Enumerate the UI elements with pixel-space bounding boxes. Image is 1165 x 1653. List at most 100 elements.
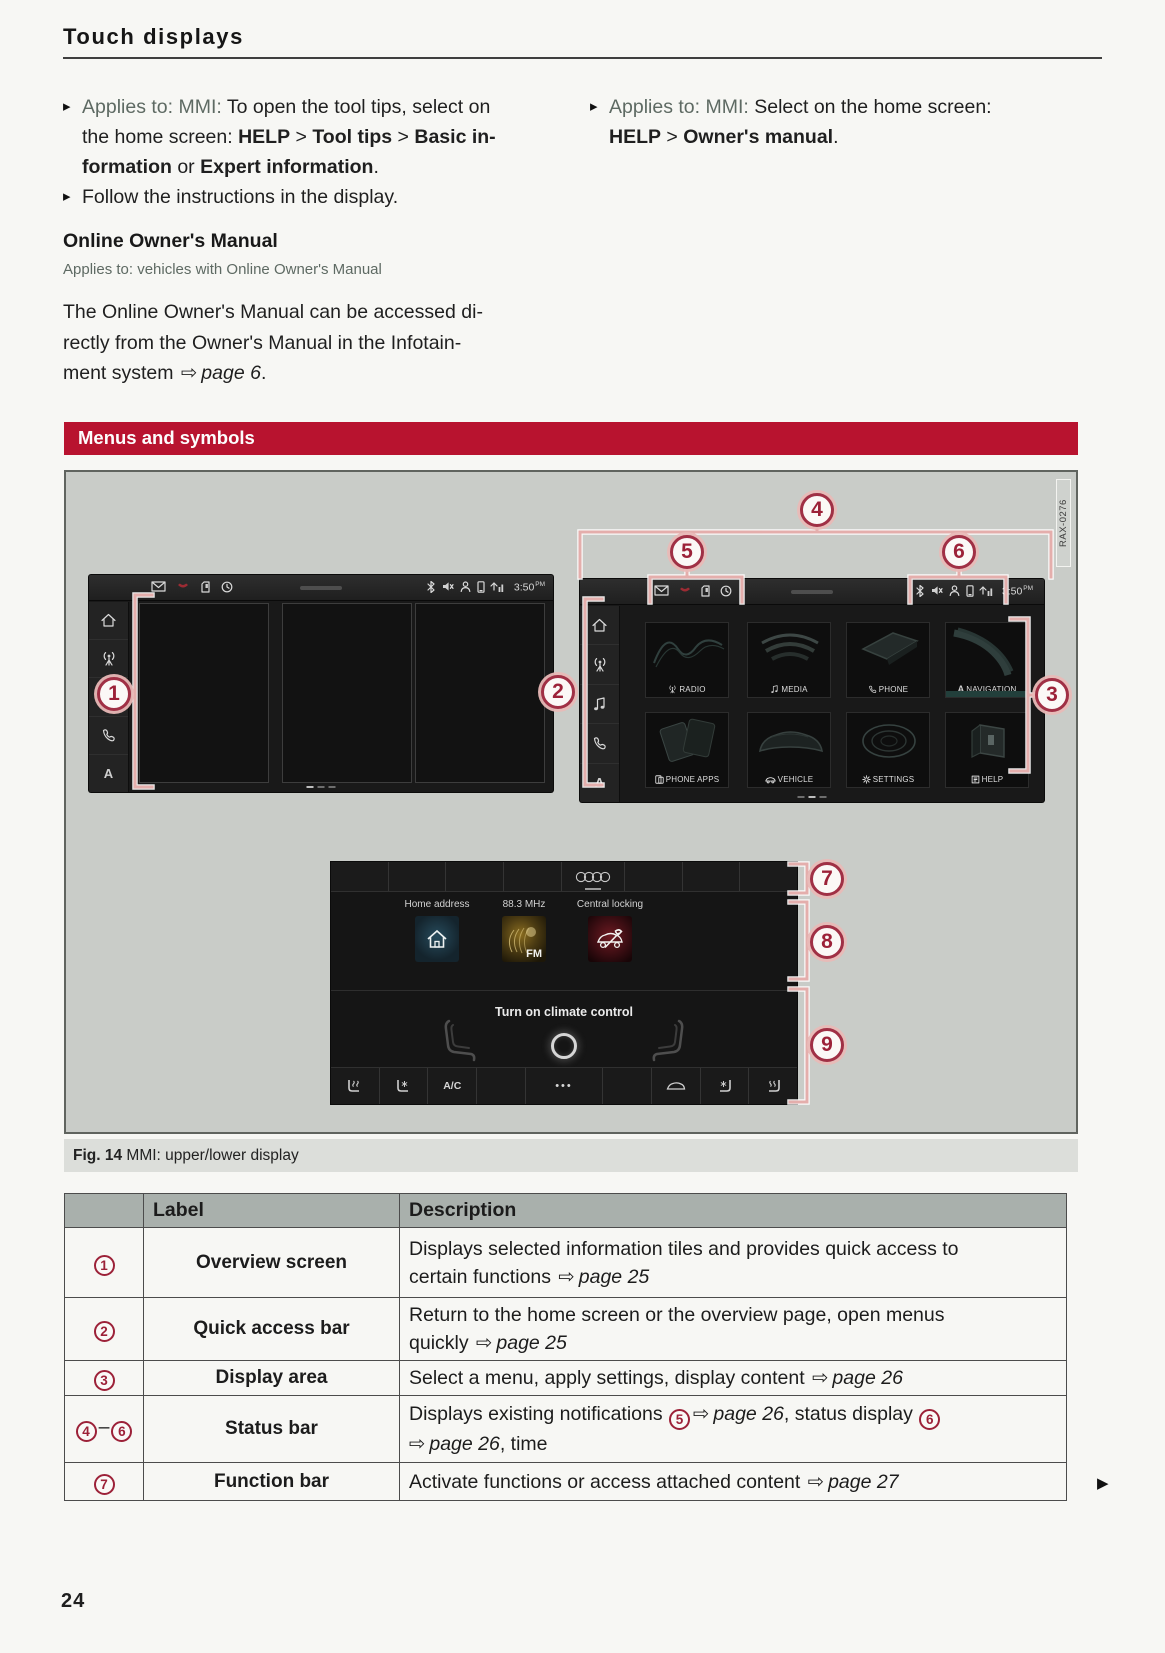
sim-icon xyxy=(701,585,710,597)
more-button: ••• xyxy=(526,1068,604,1104)
tile-label-central-locking: Central locking xyxy=(576,899,644,910)
menu-tile-phone: PHONE xyxy=(846,622,930,698)
page-title: Touch displays xyxy=(63,24,244,49)
row-label: Status bar xyxy=(143,1395,400,1463)
upper-display-home-screen: 3:50 PM A RADIO MEDIA PHONE xyxy=(580,579,1044,802)
row-label: Display area xyxy=(143,1360,400,1396)
ref-arrow-icon: ⇨ xyxy=(180,361,198,384)
page-number: 24 xyxy=(61,1590,86,1612)
home-icon xyxy=(580,606,619,646)
bullet-item: ▸ Applies to: MMI: To open the tool tips… xyxy=(63,92,563,182)
function-bar xyxy=(331,862,797,892)
seat-left-icon xyxy=(444,1019,476,1062)
circled-number: 4 xyxy=(75,1421,97,1443)
table-row: 2 Quick access bar Return to the home sc… xyxy=(64,1297,1067,1361)
circled-number: 2 xyxy=(93,1321,115,1343)
circled-number: 7 xyxy=(93,1473,115,1495)
home-address-tile xyxy=(415,916,459,962)
radio-antenna-icon xyxy=(580,645,619,685)
callout-2: 2 xyxy=(541,675,575,709)
bar-segment xyxy=(331,862,389,891)
central-locking-tile xyxy=(588,916,632,962)
bullet-item: ▸ Follow the instructions in the display… xyxy=(63,182,563,212)
empty-info-tile xyxy=(282,603,412,783)
callout-6: 6 xyxy=(942,535,976,569)
continuation-marker-icon: ▶ xyxy=(1097,1475,1109,1492)
phone-icon xyxy=(89,717,128,755)
user-icon xyxy=(949,585,960,596)
bar-segment xyxy=(504,862,562,891)
mail-icon xyxy=(654,585,669,596)
bar-segment xyxy=(389,862,447,891)
figure-mmi-displays: RAX-0276 3:50 PM xyxy=(64,470,1078,1134)
callout-1: 1 xyxy=(97,677,131,711)
row-number-cell: 4–6 xyxy=(64,1395,144,1463)
divider xyxy=(331,990,797,991)
row-description: Activate functions or access attached co… xyxy=(399,1462,1067,1501)
row-number-cell: 3 xyxy=(64,1360,144,1396)
radio-station-tile: FM xyxy=(502,916,546,962)
tile-label-home-address: Home address xyxy=(404,899,470,910)
phone-icon xyxy=(580,724,619,764)
callout-3: 3 xyxy=(1035,678,1069,712)
title-rule xyxy=(63,57,1102,59)
clock-icon xyxy=(221,581,233,593)
row-number-cell: 1 xyxy=(64,1227,144,1298)
applies-note: Applies to: vehicles with Online Owner's… xyxy=(63,261,382,278)
audi-rings-icon xyxy=(562,862,626,891)
seat-heat-left-icon xyxy=(331,1068,380,1104)
header-description: Description xyxy=(399,1193,1067,1228)
menu-tile-help: HELP xyxy=(945,712,1029,788)
bar-segment xyxy=(446,862,505,891)
climate-function-bar: A/C ••• xyxy=(331,1067,797,1104)
legend-table: Label Description 1 Overview screen Disp… xyxy=(64,1193,1067,1501)
mute-icon xyxy=(931,585,943,596)
missed-call-icon xyxy=(679,587,691,595)
sim-icon xyxy=(201,581,210,593)
power-button xyxy=(551,1033,577,1059)
row-description: Displays selected information tiles and … xyxy=(399,1227,1067,1298)
lower-display: Home address 88.3 MHz Central locking FM… xyxy=(331,862,797,1104)
clock-time: 3:50 PM xyxy=(513,581,545,594)
page-indicator xyxy=(797,796,827,798)
callout-9: 9 xyxy=(810,1028,844,1062)
ac-button: A/C xyxy=(428,1068,478,1104)
row-label: Overview screen xyxy=(143,1227,400,1298)
bluetooth-icon xyxy=(916,585,924,597)
seat-heat-right-icon xyxy=(749,1068,797,1104)
navigation-icon: A xyxy=(103,765,114,781)
empty-info-tile xyxy=(139,603,269,783)
menu-tile-phone-apps: PHONE APPS xyxy=(645,712,729,788)
signal-icon xyxy=(979,585,993,597)
circled-number: 6 xyxy=(919,1409,941,1430)
table-row: 4–6 Status bar Displays existing notific… xyxy=(64,1395,1067,1463)
seat-right-icon xyxy=(652,1019,684,1062)
missed-call-icon xyxy=(177,583,189,591)
table-row: 7 Function bar Activate functions or acc… xyxy=(64,1462,1067,1501)
speaker-notch xyxy=(791,590,833,594)
bluetooth-icon xyxy=(427,581,435,593)
section-heading: Online Owner's Manual xyxy=(63,230,278,252)
row-number-cell: 7 xyxy=(64,1462,144,1501)
section-banner: Menus and symbols xyxy=(64,422,1078,455)
header-empty xyxy=(64,1193,144,1228)
circled-number: 5 xyxy=(669,1409,691,1430)
callout-7: 7 xyxy=(810,862,844,896)
page-indicator xyxy=(306,786,336,788)
callout-brackets xyxy=(132,523,1054,1105)
table-header-row: Label Description xyxy=(64,1193,1067,1228)
phone-device-icon xyxy=(966,585,974,597)
bar-segment xyxy=(683,862,741,891)
seat-vent-right-icon xyxy=(701,1068,750,1104)
row-label: Quick access bar xyxy=(143,1297,400,1361)
bullet-icon: ▸ xyxy=(63,98,71,115)
callout-5: 5 xyxy=(670,535,704,569)
user-icon xyxy=(460,581,471,592)
bar-segment xyxy=(625,862,683,891)
row-label: Function bar xyxy=(143,1462,400,1501)
row-description: Displays existing notifications 5⇨page 2… xyxy=(399,1395,1067,1463)
circled-number: 6 xyxy=(111,1421,133,1443)
bar-segment xyxy=(477,1068,526,1104)
clock-icon xyxy=(720,585,732,597)
